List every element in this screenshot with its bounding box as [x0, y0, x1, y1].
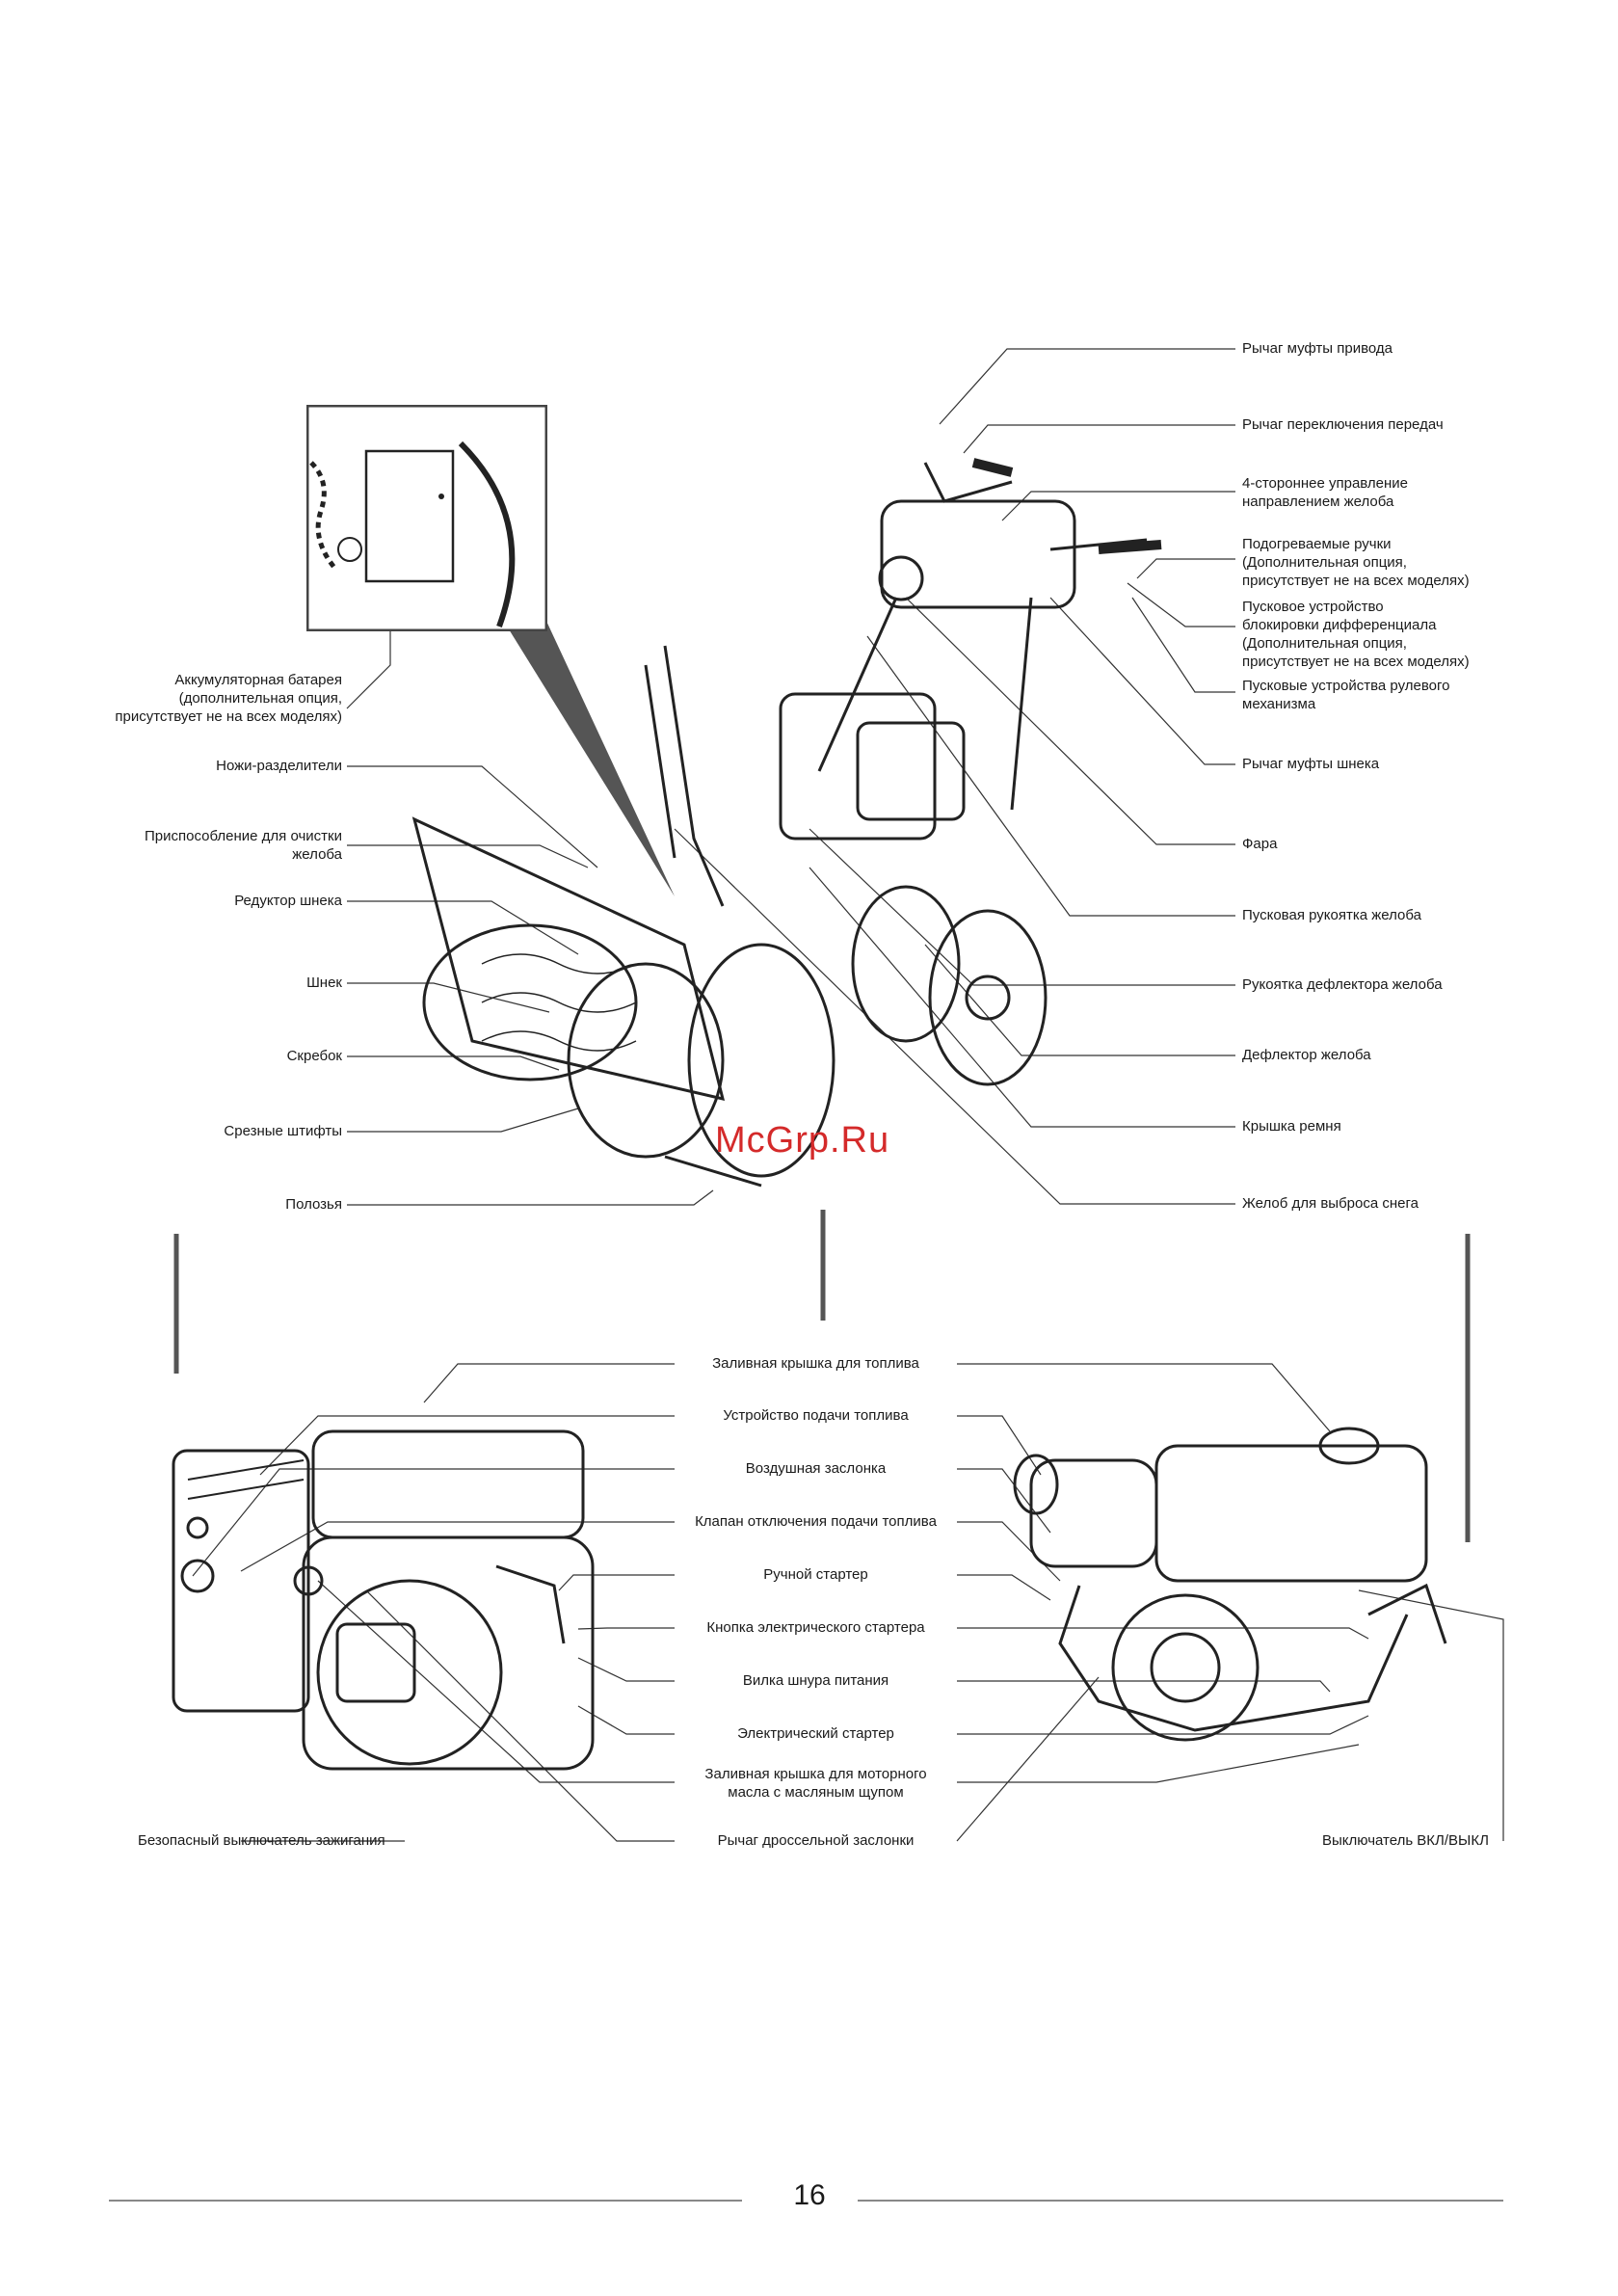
label-on-off-switch: Выключатель ВКЛ/ВЫКЛ: [1322, 1832, 1489, 1849]
label-auger-gearbox: Редуктор шнека: [234, 893, 342, 909]
label-electric-start-button: Кнопка электрического стартера: [706, 1619, 925, 1636]
label-belt-cover: Крышка ремня: [1242, 1118, 1341, 1135]
label-steering-triggers: Пусковые устройства рулевого механизма: [1242, 678, 1450, 712]
label-throttle-lever: Рычаг дроссельной заслонки: [717, 1832, 915, 1849]
label-fuel-shutoff: Клапан отключения подачи топлива: [695, 1513, 937, 1530]
label-choke: Воздушная заслонка: [745, 1460, 887, 1477]
label-differential-lock: Пусковое устройство блокировки дифференц…: [1242, 599, 1470, 670]
label-chute-crank: Пусковая рукоятка желоба: [1242, 907, 1421, 923]
snowblower-illustration: [411, 458, 1162, 1188]
page-number: 16: [793, 2179, 826, 2211]
label-electric-starter: Электрический стартер: [737, 1725, 894, 1742]
label-headlight: Фара: [1242, 836, 1278, 852]
label-chute-control: 4-стороннее управление направлением жело…: [1242, 475, 1409, 510]
label-heated-grips: Подогреваемые ручки (Дополнительная опци…: [1242, 536, 1470, 589]
label-scraper: Скребок: [286, 1048, 342, 1064]
battery-inset: [306, 405, 547, 631]
label-recoil-starter: Ручной стартер: [763, 1566, 868, 1583]
label-shear-pins: Срезные штифты: [224, 1123, 342, 1139]
label-chute-deflector: Дефлектор желоба: [1242, 1047, 1371, 1063]
label-gear-shift-lever: Рычаг переключения передач: [1242, 416, 1444, 433]
watermark: McGrp.Ru: [715, 1120, 890, 1161]
label-drive-clutch-lever: Рычаг муфты привода: [1242, 340, 1393, 357]
engine-right-illustration: [1013, 1427, 1447, 1742]
label-primer: Устройство подачи топлива: [723, 1407, 909, 1424]
label-power-cord-plug: Вилка шнура питания: [742, 1672, 889, 1689]
label-auger-clutch-lever: Рычаг муфты шнека: [1242, 756, 1380, 772]
label-skid-shoes: Полозья: [285, 1196, 342, 1213]
label-discharge-chute: Желоб для выброса снега: [1242, 1195, 1419, 1212]
label-battery: Аккумуляторная батарея (дополнительная о…: [115, 672, 342, 725]
label-oil-fill-dipstick: Заливная крышка для моторного масла с ма…: [704, 1766, 927, 1801]
label-deflector-handle: Рукоятка дефлектора желоба: [1242, 976, 1443, 993]
label-safety-ignition-key: Безопасный выключатель зажигания: [138, 1832, 385, 1849]
engine-left-illustration: [172, 1429, 595, 1771]
label-auger: Шнек: [306, 974, 342, 991]
label-shave-plates: Ножи-разделители: [216, 758, 342, 774]
label-chute-cleaning-tool: Приспособление для очистки желоба: [145, 828, 342, 863]
label-fuel-cap: Заливная крышка для топлива: [712, 1355, 919, 1372]
